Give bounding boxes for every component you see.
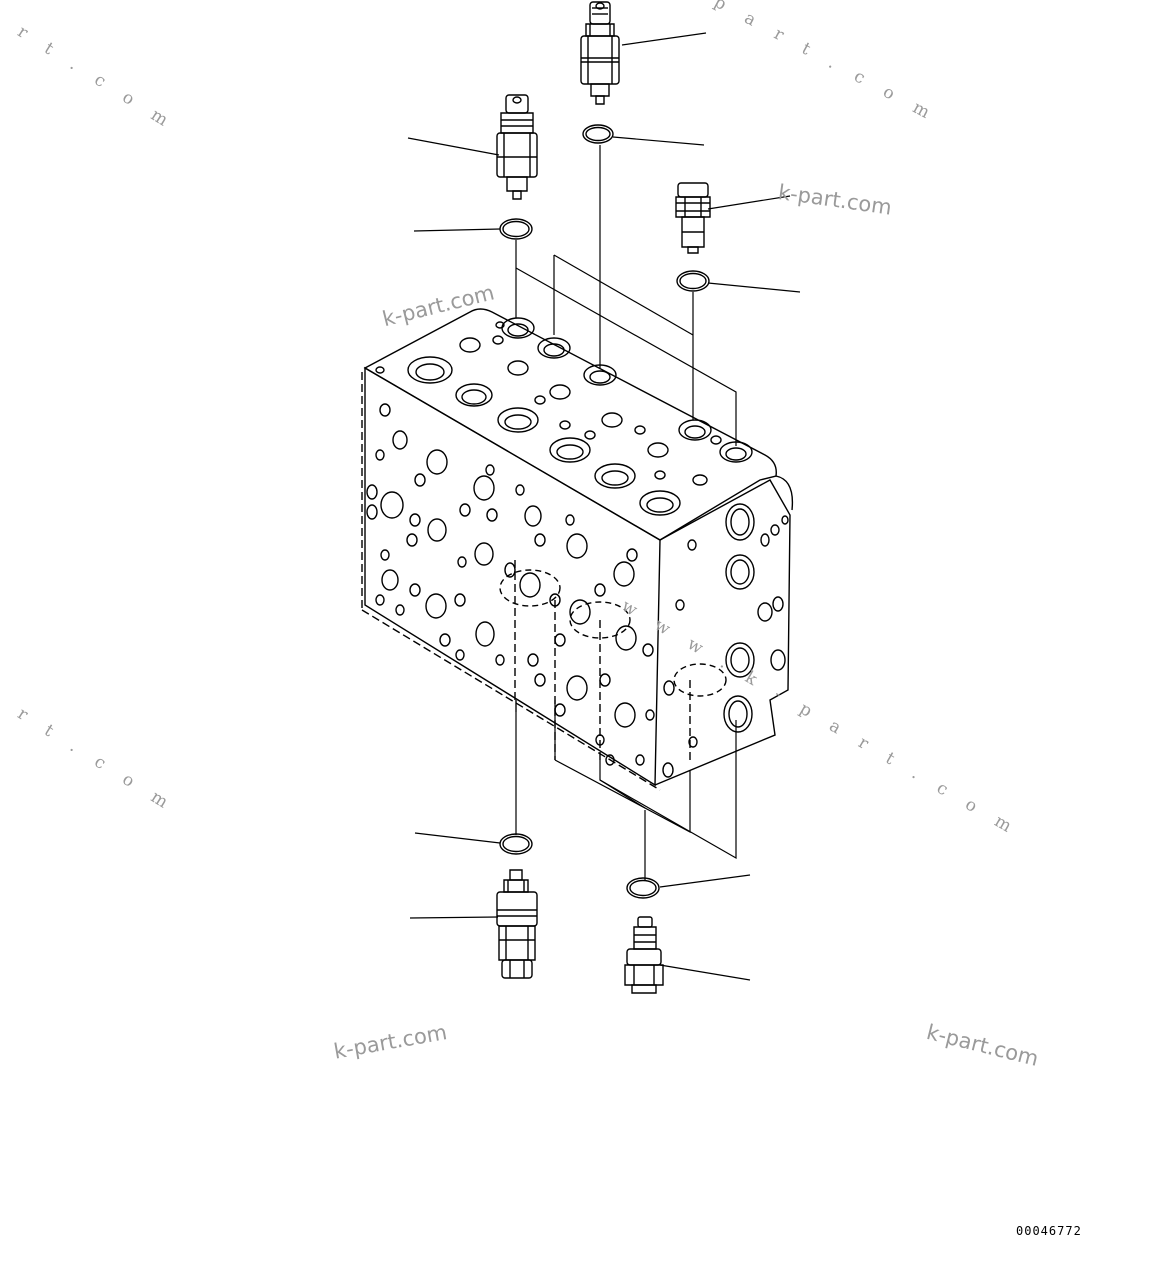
o-ring-lower-right: [627, 878, 659, 898]
plug-upper-right: [676, 183, 710, 253]
relief-valve-lower-left: [497, 870, 537, 978]
relief-valve-upper-center: [581, 2, 619, 104]
relief-valve-lower-right: [625, 917, 663, 993]
o-ring-lower-left: [500, 834, 532, 854]
assembly-lines: [516, 145, 736, 880]
o-ring-upper-left: [500, 219, 532, 239]
control-valve-block: [362, 309, 792, 790]
top-face-ports: [376, 318, 752, 515]
relief-valve-upper-left: [497, 95, 537, 199]
leader-lines: [408, 33, 800, 980]
o-ring-upper-center: [583, 125, 613, 143]
front-face-ports: [367, 404, 654, 765]
o-ring-upper-right: [677, 271, 709, 291]
right-face-ports: [663, 504, 788, 777]
drawing-number: 00046772: [1016, 1224, 1082, 1238]
